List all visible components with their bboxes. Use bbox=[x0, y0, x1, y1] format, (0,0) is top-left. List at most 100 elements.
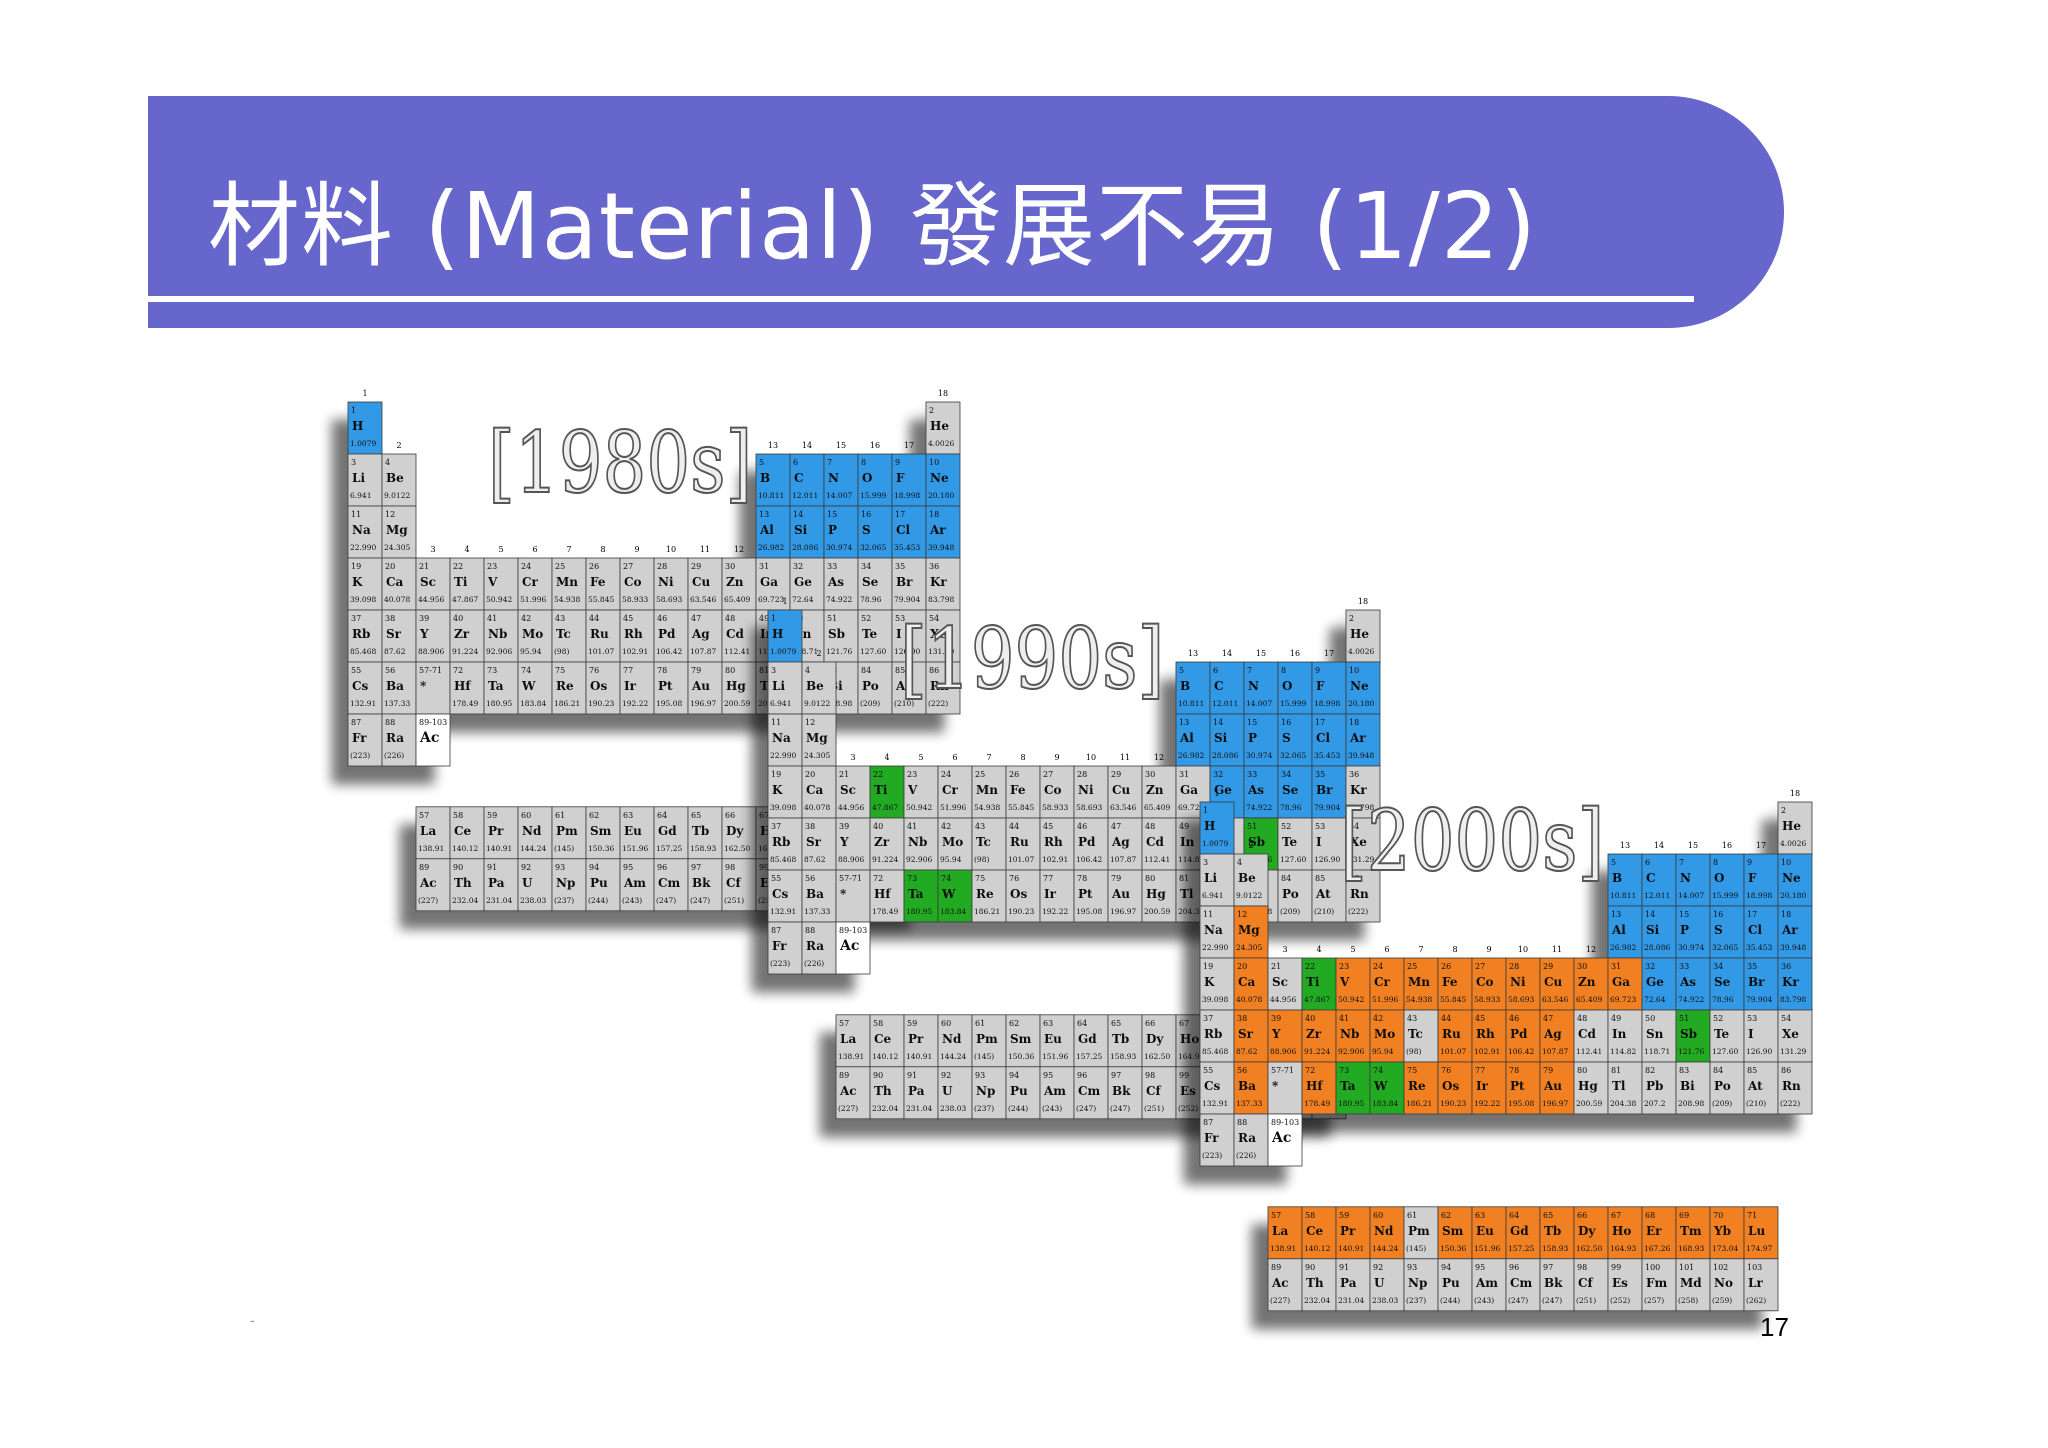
atomic-mass: 131.29 bbox=[1348, 855, 1374, 864]
title-underline bbox=[148, 296, 1694, 302]
element-symbol: In bbox=[1612, 1027, 1627, 1041]
element-symbol: Pd bbox=[1510, 1027, 1528, 1041]
atomic-mass: 195.08 bbox=[656, 699, 682, 708]
element-symbol: Pb bbox=[1646, 1079, 1663, 1093]
atomic-mass: 78.96 bbox=[1280, 803, 1302, 812]
atomic-number: 22 bbox=[1305, 962, 1315, 971]
atomic-number: 78 bbox=[1077, 874, 1087, 883]
element-symbol: U bbox=[522, 876, 533, 890]
group-number: 7 bbox=[1418, 945, 1423, 954]
atomic-mass: 231.04 bbox=[1338, 1296, 1364, 1305]
element-symbol: Ho bbox=[1612, 1224, 1631, 1238]
element-symbol: Ra bbox=[1238, 1131, 1256, 1145]
atomic-number: 33 bbox=[1247, 770, 1257, 779]
atomic-mass: 204.38 bbox=[1178, 907, 1204, 916]
element-symbol: H bbox=[1204, 819, 1215, 833]
atomic-mass: 183.84 bbox=[940, 907, 966, 916]
atomic-mass: 162.50 bbox=[724, 844, 750, 853]
atomic-number: 79 bbox=[1111, 874, 1121, 883]
element-symbol: Tl bbox=[1612, 1079, 1626, 1093]
element-symbol: F bbox=[896, 471, 905, 485]
element-symbol: Ir bbox=[1044, 887, 1057, 901]
element-symbol: Mo bbox=[942, 835, 963, 849]
atomic-number: 65 bbox=[691, 811, 701, 820]
atomic-number: 88 bbox=[805, 926, 815, 935]
element-symbol: S bbox=[1282, 731, 1291, 745]
atomic-number: 12 bbox=[805, 718, 815, 727]
atomic-mass: 44.956 bbox=[838, 803, 864, 812]
element-symbol: As bbox=[1247, 783, 1264, 797]
atomic-number: 34 bbox=[1713, 962, 1723, 971]
atomic-number: 53 bbox=[895, 614, 905, 623]
element-symbol: Cu bbox=[692, 575, 711, 589]
atomic-mass: 15.999 bbox=[1712, 891, 1738, 900]
group-number: 9 bbox=[1486, 945, 1491, 954]
atomic-number: 42 bbox=[1373, 1014, 1383, 1023]
atomic-number: 15 bbox=[827, 510, 837, 519]
atomic-number: 76 bbox=[1441, 1066, 1451, 1075]
atomic-number: 17 bbox=[1315, 718, 1325, 727]
atomic-mass: 14.007 bbox=[1678, 891, 1704, 900]
atomic-mass: (210) bbox=[1314, 907, 1334, 916]
atomic-mass: 196.97 bbox=[1110, 907, 1136, 916]
element-symbol: N bbox=[1248, 679, 1259, 693]
atomic-mass: 102.91 bbox=[1474, 1047, 1500, 1056]
atomic-number: 59 bbox=[907, 1019, 917, 1028]
atomic-number: 97 bbox=[691, 863, 701, 872]
element-symbol: Tc bbox=[1408, 1027, 1423, 1041]
element-cell-H: 1H1.0079 bbox=[347, 401, 383, 455]
atomic-mass: 140.12 bbox=[872, 1052, 898, 1061]
atomic-mass: 164.93 bbox=[1610, 1244, 1636, 1253]
atomic-number: 44 bbox=[1009, 822, 1019, 831]
atomic-number: 94 bbox=[1441, 1263, 1451, 1272]
atomic-mass: 178.49 bbox=[872, 907, 898, 916]
atomic-number: 27 bbox=[623, 562, 633, 571]
atomic-number: 83 bbox=[1679, 1066, 1689, 1075]
atomic-mass: 63.546 bbox=[690, 595, 716, 604]
group-number: 11 bbox=[700, 545, 710, 554]
atomic-number: 57 bbox=[1271, 1211, 1281, 1220]
atomic-mass: (257) bbox=[1644, 1296, 1664, 1305]
element-symbol: Es bbox=[1612, 1276, 1628, 1290]
atomic-mass: 196.97 bbox=[1542, 1099, 1568, 1108]
element-symbol: Co bbox=[1044, 783, 1062, 797]
atomic-number: 5 bbox=[1611, 858, 1616, 867]
element-symbol: Kr bbox=[930, 575, 947, 589]
element-symbol: Nb bbox=[488, 627, 507, 641]
atomic-mass: (237) bbox=[554, 896, 574, 905]
atomic-mass: (223) bbox=[1202, 1151, 1222, 1160]
atomic-number: 86 bbox=[929, 666, 939, 675]
atomic-number: 51 bbox=[827, 614, 837, 623]
element-symbol: He bbox=[930, 419, 949, 433]
atomic-mass: 106.42 bbox=[1076, 855, 1102, 864]
atomic-mass: 85.468 bbox=[1202, 1047, 1228, 1056]
atomic-mass: (252) bbox=[1610, 1296, 1630, 1305]
atomic-number: 2 bbox=[1781, 806, 1786, 815]
atomic-number: 24 bbox=[521, 562, 531, 571]
element-symbol: H bbox=[772, 627, 783, 641]
atomic-mass: 151.96 bbox=[1042, 1052, 1068, 1061]
atomic-mass: (98) bbox=[554, 647, 569, 656]
